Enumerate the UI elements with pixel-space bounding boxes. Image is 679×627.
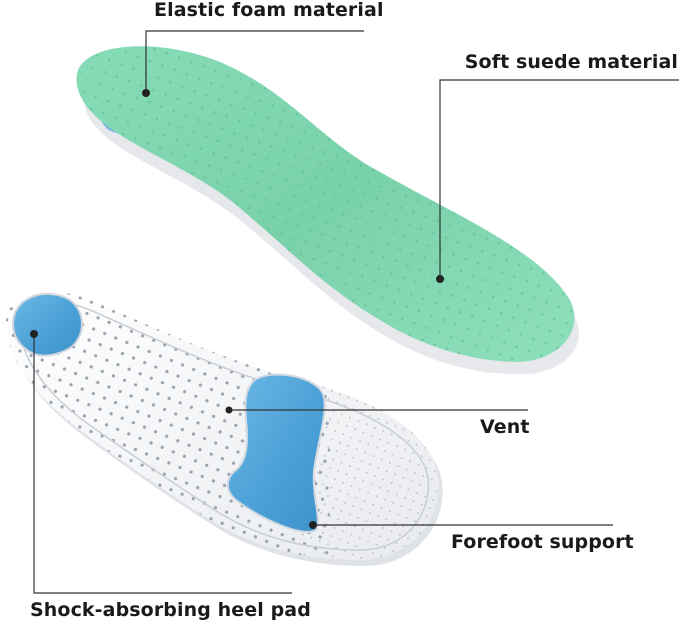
leader-elastic <box>145 30 364 93</box>
label-shock-absorbing-heel-pad: Shock-absorbing heel pad <box>30 599 311 621</box>
dot-vent <box>225 406 233 414</box>
bottom-insole-contour <box>19 301 430 551</box>
label-forefoot-support: Forefoot support <box>451 531 634 553</box>
label-soft-suede-material: Soft suede material <box>464 51 678 73</box>
dot-forefoot <box>309 521 317 529</box>
leader-heel <box>33 334 292 594</box>
dot-elastic <box>142 89 150 97</box>
dot-heel <box>30 330 38 338</box>
dot-suede <box>436 275 444 283</box>
callout-lines <box>33 30 679 594</box>
forefoot-gel-pad <box>226 373 326 533</box>
callout-dots <box>30 89 444 529</box>
label-vent: Vent <box>480 416 530 438</box>
leader-suede <box>439 79 679 279</box>
label-elastic-foam-material: Elastic foam material <box>154 0 384 21</box>
heel-gel-pad <box>12 292 83 357</box>
